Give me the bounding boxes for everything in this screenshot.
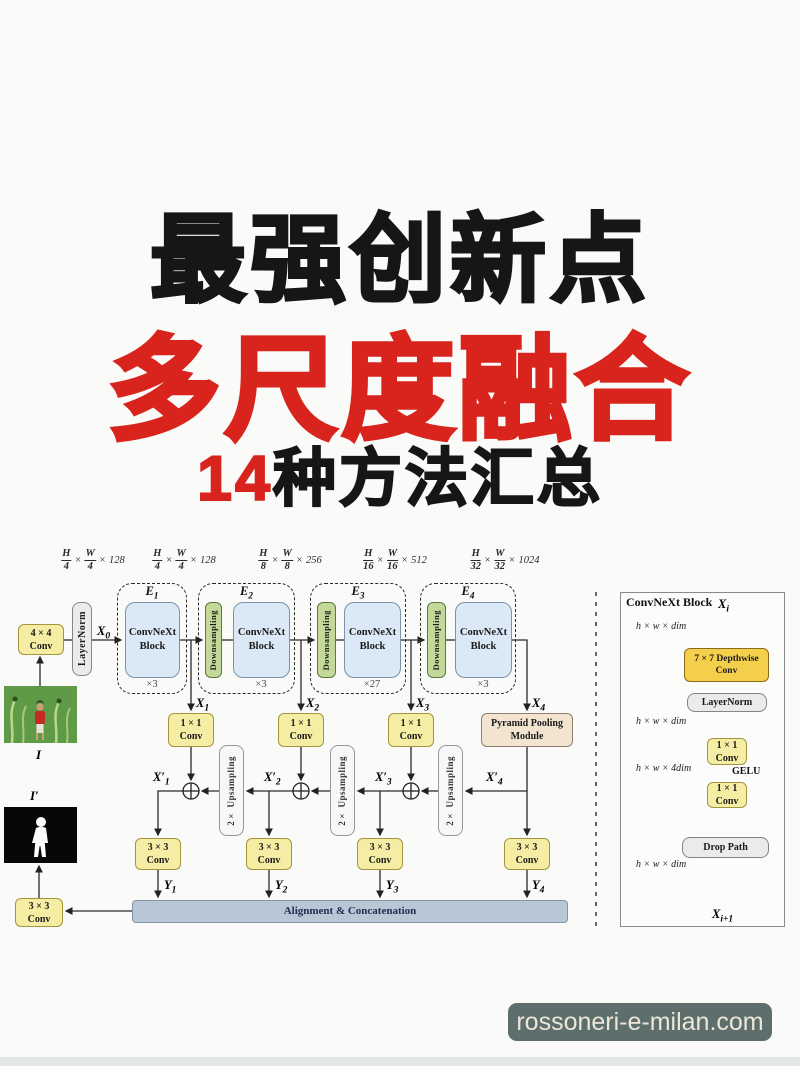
title-line-3: 14种方法汇总: [0, 428, 800, 519]
output-mask-image: [4, 807, 77, 868]
xprime2-label: X′2: [264, 770, 281, 788]
drop-path: Drop Path: [682, 837, 769, 858]
panel-xin-label: Xi: [718, 597, 729, 615]
panel-dim-mid: h × w × dim: [636, 716, 687, 727]
downsampling-e3: Downsampling: [317, 602, 336, 678]
x1-label: X1: [196, 696, 210, 714]
downsampling-e2: Downsampling: [205, 602, 222, 678]
panel-dim-top: h × w × dim: [636, 621, 687, 632]
y4-label: Y4: [532, 878, 545, 896]
add-node-3: [402, 782, 420, 800]
decoder-lines: [35, 747, 531, 915]
x2-label: X2: [306, 696, 320, 714]
panel-dim-expand: h × w × 4dim: [636, 763, 692, 774]
downsampling-e4: Downsampling: [427, 602, 446, 678]
add-node-2: [292, 782, 310, 800]
title-line-2: 多尺度融合: [106, 325, 693, 455]
upsampling-2: 2× Upsampling: [330, 745, 355, 836]
title-line-3-number: 14: [196, 443, 274, 515]
xprime3-label: X′3: [375, 770, 392, 788]
add-node-1: [182, 782, 200, 800]
repeat-count-e4: ×3: [477, 679, 489, 690]
repeat-count-e3: ×27: [363, 679, 381, 690]
x0-label: X0: [97, 624, 111, 642]
x4-label: X4: [532, 696, 546, 714]
fusion-bar: Alignment & Concatenation: [132, 900, 568, 923]
panel-xout-label: Xi+1: [712, 907, 734, 925]
encoder-lines: [36, 636, 531, 712]
title-line-1: 最强创新点: [149, 206, 650, 316]
output-mask-label: I′: [30, 788, 39, 803]
x3-label: X3: [416, 696, 430, 714]
panel-title: ConvNeXt Block: [626, 595, 713, 609]
y3-label: Y3: [386, 878, 399, 896]
y2-label: Y2: [275, 878, 288, 896]
repeat-count-e2: ×3: [255, 679, 267, 690]
input-image-label: I: [36, 747, 42, 762]
footer-strip: [0, 1057, 800, 1066]
convnext-block-panel: [620, 592, 785, 927]
y1-label: Y1: [164, 878, 177, 896]
input-image: [4, 686, 77, 748]
upsampling-1: 2× Upsampling: [219, 745, 244, 836]
layernorm-stem: LayerNorm: [72, 602, 92, 676]
xprime4-label: X′4: [486, 770, 503, 788]
title-line-3-text: 种方法汇总: [272, 443, 604, 515]
watermark: rossoneri-e-milan.com: [508, 1003, 772, 1041]
gelu-label: GELU: [732, 766, 761, 777]
upsampling-3: 2× Upsampling: [438, 745, 463, 836]
xprime1-label: X′1: [153, 770, 170, 788]
panel-dim-out: h × w × dim: [636, 859, 687, 870]
panel-layernorm: LayerNorm: [687, 693, 767, 712]
repeat-count-e1: ×3: [146, 679, 158, 690]
